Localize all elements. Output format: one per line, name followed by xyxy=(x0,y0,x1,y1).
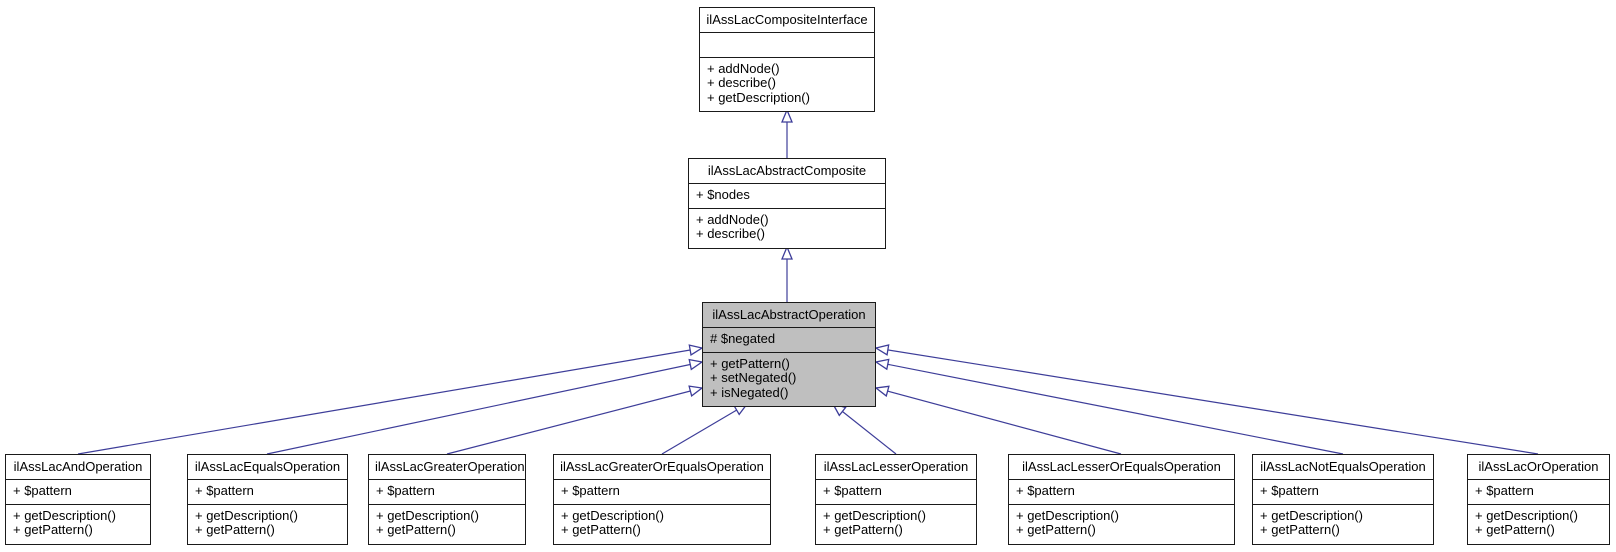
member-method: + getPattern() xyxy=(823,522,903,537)
class-node-not-equals-operation[interactable]: ilAssLacNotEqualsOperation + $pattern + … xyxy=(1252,454,1434,545)
class-title: ilAssLacNotEqualsOperation xyxy=(1253,455,1433,480)
class-methods-section: + getDescription() + getPattern() xyxy=(1009,505,1234,544)
inheritance-arrow xyxy=(833,404,897,455)
class-methods-section: + getDescription() + getPattern() xyxy=(369,505,525,544)
member-method: + getDescription() xyxy=(1475,507,1578,523)
member-attribute: + $pattern xyxy=(376,483,435,498)
member-method: + getPattern() xyxy=(13,522,93,537)
member-method: + getPattern() xyxy=(1475,522,1555,537)
class-attributes-section: + $pattern xyxy=(369,480,525,505)
member-attribute: + $pattern xyxy=(1016,483,1075,498)
class-methods-section: + addNode() + describe() + getDescriptio… xyxy=(700,58,874,112)
member-method: + describe() xyxy=(707,75,776,90)
class-title: ilAssLacGreaterOrEqualsOperation xyxy=(554,455,770,480)
class-attributes-section: + $pattern xyxy=(1009,480,1234,505)
class-title: ilAssLacLesserOperation xyxy=(816,455,976,480)
class-title: ilAssLacAbstractOperation xyxy=(703,303,875,328)
class-node-or-operation[interactable]: ilAssLacOrOperation + $pattern + getDesc… xyxy=(1467,454,1610,545)
member-attribute: + $nodes xyxy=(696,187,750,202)
class-title: ilAssLacLesserOrEqualsOperation xyxy=(1009,455,1234,480)
member-method: + setNegated() xyxy=(710,370,797,385)
class-title: ilAssLacGreaterOperation xyxy=(369,455,525,480)
member-method: + getDescription() xyxy=(1016,507,1119,523)
class-node-lesser-or-equals-operation[interactable]: ilAssLacLesserOrEqualsOperation + $patte… xyxy=(1008,454,1235,545)
class-attributes-section: + $pattern xyxy=(188,480,347,505)
inheritance-arrow xyxy=(876,362,1344,455)
member-method: + getDescription() xyxy=(1260,507,1363,523)
class-methods-section: + getDescription() + getPattern() xyxy=(1468,505,1609,544)
member-method: + getDescription() xyxy=(195,507,298,523)
member-method: + getPattern() xyxy=(1260,522,1340,537)
class-attributes-section: + $pattern xyxy=(6,480,150,505)
member-method: + getDescription() xyxy=(823,507,926,523)
class-methods-section: + getDescription() + getPattern() xyxy=(6,505,150,544)
member-method: + getPattern() xyxy=(710,355,790,371)
class-methods-section: + addNode() + describe() xyxy=(689,209,885,248)
member-method: + getPattern() xyxy=(195,522,275,537)
member-method: + getPattern() xyxy=(561,522,641,537)
class-attributes-section: # $negated xyxy=(703,328,875,353)
class-node-composite-interface[interactable]: ilAssLacCompositeInterface + addNode() +… xyxy=(699,7,875,112)
class-attributes-section: + $pattern xyxy=(554,480,770,505)
member-attribute: + $pattern xyxy=(561,483,620,498)
class-title: ilAssLacCompositeInterface xyxy=(700,8,874,33)
class-node-equals-operation[interactable]: ilAssLacEqualsOperation + $pattern + get… xyxy=(187,454,348,545)
inheritance-arrow xyxy=(661,404,747,455)
inheritance-arrow xyxy=(77,348,702,455)
member-method: + getPattern() xyxy=(1016,522,1096,537)
member-attribute xyxy=(707,37,867,52)
member-method: + getDescription() xyxy=(707,89,810,105)
class-methods-section: + getDescription() + getPattern() xyxy=(1253,505,1433,544)
inheritance-arrow xyxy=(446,388,702,455)
class-title: ilAssLacAndOperation xyxy=(6,455,150,480)
class-node-greater-operation[interactable]: ilAssLacGreaterOperation + $pattern + ge… xyxy=(368,454,526,545)
class-methods-section: + getPattern() + setNegated() + isNegate… xyxy=(703,353,875,407)
class-node-abstract-composite[interactable]: ilAssLacAbstractComposite + $nodes + add… xyxy=(688,158,886,249)
member-method: + addNode() xyxy=(707,60,780,76)
class-title: ilAssLacOrOperation xyxy=(1468,455,1609,480)
member-method: + getPattern() xyxy=(376,522,456,537)
class-attributes-section: + $pattern xyxy=(1253,480,1433,505)
member-attribute: + $pattern xyxy=(1260,483,1319,498)
class-methods-section: + getDescription() + getPattern() xyxy=(188,505,347,544)
member-method: + getDescription() xyxy=(376,507,479,523)
class-node-abstract-operation[interactable]: ilAssLacAbstractOperation # $negated + g… xyxy=(702,302,876,407)
class-node-lesser-operation[interactable]: ilAssLacLesserOperation + $pattern + get… xyxy=(815,454,977,545)
class-methods-section: + getDescription() + getPattern() xyxy=(816,505,976,544)
member-method: + describe() xyxy=(696,226,765,241)
inheritance-arrow xyxy=(876,348,1539,455)
member-attribute: + $pattern xyxy=(13,483,72,498)
class-title: ilAssLacAbstractComposite xyxy=(689,159,885,184)
class-attributes-section: + $nodes xyxy=(689,184,885,209)
class-attributes-section xyxy=(700,33,874,58)
class-attributes-section: + $pattern xyxy=(1468,480,1609,505)
member-method: + isNegated() xyxy=(710,384,789,400)
class-methods-section: + getDescription() + getPattern() xyxy=(554,505,770,544)
member-attribute: + $pattern xyxy=(195,483,254,498)
class-title: ilAssLacEqualsOperation xyxy=(188,455,347,480)
member-attribute: + $pattern xyxy=(823,483,882,498)
member-attribute: + $pattern xyxy=(1475,483,1534,498)
member-method: + getDescription() xyxy=(561,507,664,523)
member-attribute: # $negated xyxy=(710,331,776,346)
member-method: + addNode() xyxy=(696,211,769,227)
member-method: + getDescription() xyxy=(13,507,116,523)
class-attributes-section: + $pattern xyxy=(816,480,976,505)
class-node-and-operation[interactable]: ilAssLacAndOperation + $pattern + getDes… xyxy=(5,454,151,545)
class-node-greater-or-equals-operation[interactable]: ilAssLacGreaterOrEqualsOperation + $patt… xyxy=(553,454,771,545)
inheritance-arrow xyxy=(876,388,1122,455)
inheritance-arrow xyxy=(266,362,702,455)
